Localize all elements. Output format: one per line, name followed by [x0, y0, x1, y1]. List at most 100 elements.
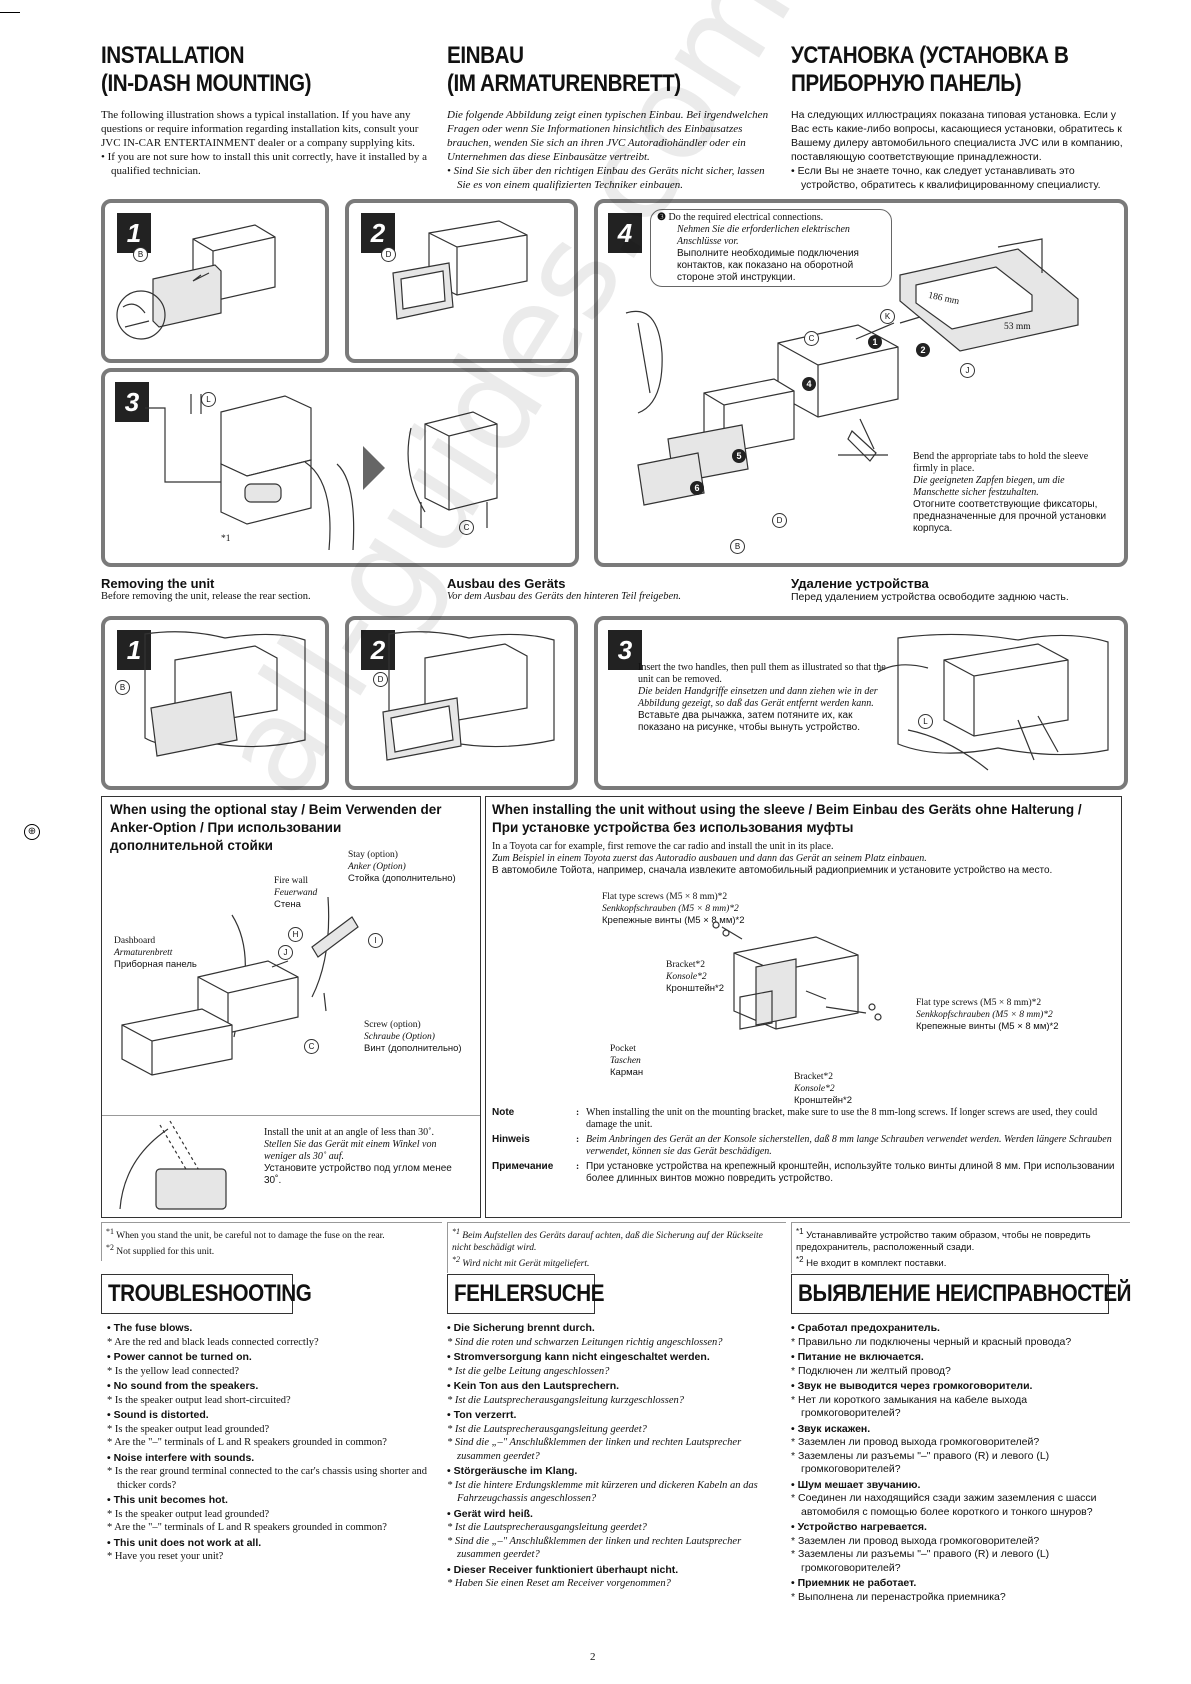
step-marker-2: 2	[916, 343, 930, 357]
ts-item: • Приемник не работает.* Выполнена ли пе…	[791, 1577, 1121, 1604]
remove-step-2-panel: 2 D	[345, 616, 578, 790]
ts-answer: * Заземлен ли провод выхода громкоговори…	[791, 1534, 1040, 1547]
ts-answer: * Нет ли короткого замыкания на кабеле в…	[791, 1393, 1028, 1420]
ts-question: • Сработал предохранитель.	[791, 1322, 940, 1334]
ts-item: • Шум мешает звучанию.* Соединен ли нахо…	[791, 1479, 1121, 1520]
ts-answer: * Have you reset your unit?	[107, 1551, 224, 1562]
page-number: 2	[590, 1651, 596, 1663]
remove-step-3-panel: 3 Insert the two handles, then pull them…	[594, 616, 1128, 790]
ts-item: • Die Sicherung brennt durch.* Sind die …	[447, 1322, 777, 1349]
ts-item: • This unit does not work at all. * Have …	[107, 1537, 437, 1564]
ts-answer: * Is the yellow lead connected?	[107, 1365, 240, 1377]
part-c-marker: C	[459, 520, 474, 535]
remove-step-1-illustration	[144, 631, 306, 757]
ts-answer: * Ist die Lautsprecherausgangsleitung ge…	[447, 1423, 647, 1435]
part-k-marker: K	[880, 309, 895, 324]
ts-answer: * Заземлен ли провод выхода громкоговори…	[791, 1436, 1040, 1448]
ts-answer: * Заземлены ли разъемы "–" правого (R) и…	[791, 1449, 1050, 1476]
ts-item: • Stromversorgung kann nicht eingeschalt…	[447, 1351, 777, 1378]
stay-illustration	[121, 896, 359, 1076]
ts-question: • This unit becomes hot.	[107, 1494, 228, 1506]
en-intro: The following illustration shows a typic…	[101, 109, 428, 177]
angle-note: Install the unit at an angle of less tha…	[264, 1127, 452, 1186]
removing-de: Ausbau des Geräts Vor dem Ausbau des Ger…	[447, 576, 681, 602]
ts-question: • Störgeräusche im Klang.	[447, 1465, 578, 1477]
ts-question: • This unit does not work at all.	[107, 1536, 262, 1549]
step-1-illustration	[116, 224, 276, 340]
bracket-label-1: Bracket*2 Konsole*2 Кронштейн*2	[666, 960, 725, 994]
ts-question: • Питание не включается.	[791, 1351, 924, 1363]
part-d-marker: D	[772, 513, 787, 528]
ts-answer: * Ist die Lautsprecherausgangsleitung ku…	[447, 1394, 685, 1406]
part-h-marker: H	[288, 927, 303, 942]
footnote-de: *1 Beim Aufstellen des Geräts darauf ach…	[447, 1222, 786, 1274]
ts-answer: * Ist die gelbe Leitung angeschlossen?	[447, 1365, 610, 1377]
step-number: 3	[115, 382, 149, 422]
ts-item: • No sound from the speakers.* Is the sp…	[107, 1380, 437, 1407]
optional-stay-title: When using the optional stay / Beim Verw…	[110, 802, 442, 853]
ts-answer: * Выполнена ли перенастройка приемника?	[791, 1590, 1006, 1603]
ts-question: • Dieser Receiver funktioniert überhaupt…	[447, 1563, 679, 1576]
footnote-en: *1 When you stand the unit, be careful n…	[101, 1222, 442, 1262]
ts-answer: * Правильно ли подключены черный и красн…	[791, 1335, 1072, 1348]
connections-callout: ❸ Do the required electrical connections…	[650, 209, 892, 287]
part-l-marker: L	[918, 714, 933, 729]
part-l-marker: L	[201, 392, 216, 407]
ts-question: • Gerät wird heiß.	[447, 1507, 533, 1520]
install-step-1-panel: 1 B	[101, 199, 329, 363]
stay-divider	[102, 1115, 480, 1116]
ts-answer: * Is the rear ground terminal connected …	[107, 1466, 427, 1491]
dimension-53: 53 mm	[1004, 322, 1031, 332]
bracket-label-2: Bracket*2 Konsole*2 Кронштейн*2	[794, 1072, 853, 1106]
part-b-marker: B	[133, 247, 148, 262]
step-marker-5: 5	[732, 449, 746, 463]
ts-item: • This unit becomes hot. * Is the speaker…	[107, 1494, 437, 1535]
step-marker-4: 4	[802, 377, 816, 391]
step-marker-6: 6	[690, 481, 704, 495]
part-b-marker: B	[115, 680, 130, 695]
step-marker-1: 1	[868, 335, 882, 349]
ts-answer: * Is the speaker output lead grounded?	[107, 1508, 270, 1520]
ts-answer: * Is the speaker output lead grounded?	[107, 1423, 270, 1435]
part-j-marker: J	[278, 945, 293, 960]
crop-mark	[0, 12, 20, 13]
ts-question: • Приемник не работает.	[791, 1577, 917, 1589]
ts-question: • The fuse blows.	[107, 1322, 193, 1334]
ts-item: • Gerät wird heiß. * Ist die Lautsprecher…	[447, 1508, 777, 1562]
remove-step-1-panel: 1 B	[101, 616, 329, 790]
ts-answer: * Sind die „–" Anschlußklemmen der linke…	[447, 1437, 742, 1462]
step-number: 2	[361, 213, 395, 253]
ts-question: • Noise interfere with sounds.	[107, 1451, 255, 1464]
ts-answer: * Are the red and black leads connected …	[107, 1336, 319, 1348]
ts-item: • Питание не включается.* Подключен ли ж…	[791, 1351, 1121, 1378]
ts-answer: * Sind die roten und schwarzen Leitungen…	[447, 1336, 723, 1348]
ts-item: • Сработал предохранитель.* Правильно ли…	[791, 1322, 1121, 1349]
ru-intro: На следующих иллюстрациях показана типов…	[791, 109, 1123, 191]
removing-en: Removing the unit Before removing the un…	[101, 576, 311, 602]
ts-item: • The fuse blows. * Are the red and black…	[107, 1322, 437, 1349]
ts-item: • Dieser Receiver funktioniert überhaupt…	[447, 1564, 777, 1591]
part-d-marker: D	[373, 672, 388, 687]
ts-question: • Sound is distorted.	[107, 1409, 209, 1421]
footnote-ru: *1 Устанавливайте устройство таким образ…	[791, 1222, 1130, 1274]
part-c-marker: C	[304, 1039, 319, 1054]
ts-answer: * Ist die Lautsprecherausgangsleitung ge…	[447, 1522, 647, 1533]
ts-answer: * Заземлены ли разъемы "–" правого (R) и…	[791, 1548, 1050, 1574]
ts-answer: * Are the "–" terminals of L and R speak…	[107, 1437, 387, 1448]
ts-question: • Kein Ton aus den Lautsprechern.	[447, 1380, 620, 1392]
ts-item: • Power cannot be turned on.* Is the yel…	[107, 1351, 437, 1378]
ts-item: • Ton verzerrt.* Ist die Lautsprecheraus…	[447, 1409, 777, 1463]
screw-label: Screw (option) Schraube (Option) Винт (д…	[364, 1020, 462, 1054]
part-c-marker: C	[804, 331, 819, 346]
part-d-marker: D	[381, 247, 396, 262]
ts-answer: * Haben Sie einen Reset am Receiver vorg…	[447, 1578, 671, 1589]
ts-question: • Устройство нагревается.	[791, 1521, 927, 1533]
install-step-2-panel: 2 D	[345, 199, 578, 363]
ts-answer: * Sind die „–" Anschlußklemmen der linke…	[447, 1535, 742, 1561]
install-step-4-panel: 4 ❸ Do the required electrical connectio…	[594, 199, 1128, 567]
ts-item: • Устройство нагревается.* Заземлен ли п…	[791, 1521, 1121, 1575]
pocket-label: Pocket Taschen Карман	[610, 1044, 644, 1078]
ts-question: • Stromversorgung kann nicht eingeschalt…	[447, 1351, 710, 1363]
step-number: 1	[117, 213, 151, 253]
optional-stay-box: When using the optional stay / Beim Verw…	[101, 796, 481, 1218]
